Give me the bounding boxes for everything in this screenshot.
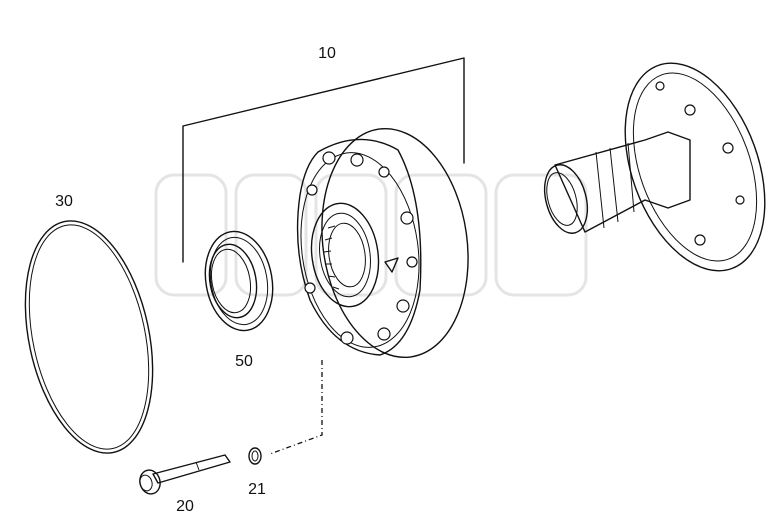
washer-ring-part (248, 447, 262, 465)
pump-housing-part (296, 127, 469, 359)
assembly-line (269, 360, 323, 455)
shaft-assembly-context (543, 62, 766, 272)
o-ring-part (24, 220, 154, 454)
callout-washer-ring: 21 (248, 481, 266, 498)
callout-shaft-seal: 50 (235, 353, 253, 370)
assembly-bracket (182, 57, 465, 263)
shaft-seal-part (204, 230, 274, 332)
callout-pump-assembly: 10 (318, 45, 336, 62)
callout-o-ring: 30 (55, 193, 73, 210)
callout-bolt: 20 (176, 498, 194, 515)
watermark (154, 173, 588, 297)
bolt-part (139, 454, 231, 495)
